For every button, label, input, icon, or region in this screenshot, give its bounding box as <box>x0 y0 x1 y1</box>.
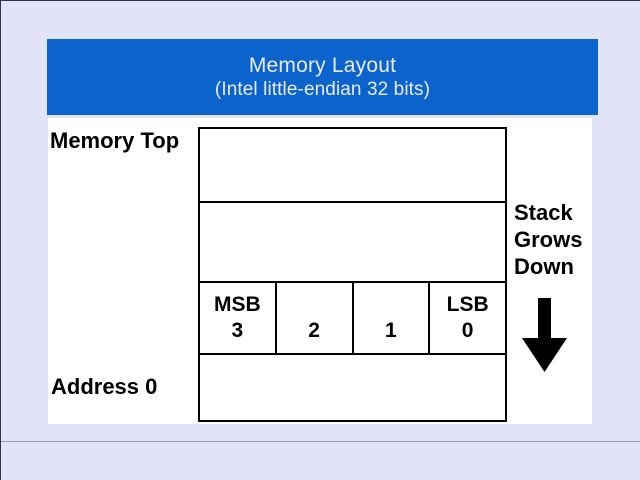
memory-layout-table: MSB 3 2 1 LSB 0 <box>198 127 507 422</box>
slide-title-bar: Memory Layout (Intel little-endian 32 bi… <box>47 39 598 115</box>
slide-content-area: Memory Top Address 0 MSB 3 2 1 <box>48 118 592 424</box>
byte-cell-3-number: 3 <box>231 318 244 342</box>
memory-region-lower <box>200 355 505 422</box>
bottom-toolbar: OpenBSD: Secure The System — MUSESS '02 <box>1 441 640 480</box>
down-arrow-icon <box>522 298 567 372</box>
stack-note-line-2: Grows <box>514 226 583 252</box>
stack-note-line-1: Stack <box>514 200 573 225</box>
byte-cell-1: 1 <box>354 283 431 353</box>
slide-canvas: Memory Layout (Intel little-endian 32 bi… <box>1 1 640 441</box>
byte-cell-0-tag: LSB <box>446 292 489 316</box>
byte-cell-1-number: 1 <box>385 318 397 342</box>
memory-region-upper <box>200 129 505 203</box>
stack-direction-note: Stack Grows Down <box>514 200 582 280</box>
address-zero-label: Address 0 <box>51 374 158 399</box>
byte-cell-3-tag: MSB <box>214 292 261 316</box>
byte-cell-0-number: 0 <box>461 318 474 342</box>
byte-cell-2-number: 2 <box>308 318 320 342</box>
slide-title-secondary: (Intel little-endian 32 bits) <box>214 79 431 101</box>
byte-cell-0: LSB 0 <box>430 283 505 353</box>
byte-cell-2: 2 <box>277 283 354 353</box>
memory-top-label: Memory Top <box>50 128 180 153</box>
stack-note-line-3: Down <box>514 253 574 279</box>
slide-title-primary: Memory Layout <box>248 53 397 77</box>
memory-word-bytes-row: MSB 3 2 1 LSB 0 <box>200 283 505 355</box>
memory-region-middle <box>200 203 505 283</box>
byte-cell-3: MSB 3 <box>200 283 277 353</box>
